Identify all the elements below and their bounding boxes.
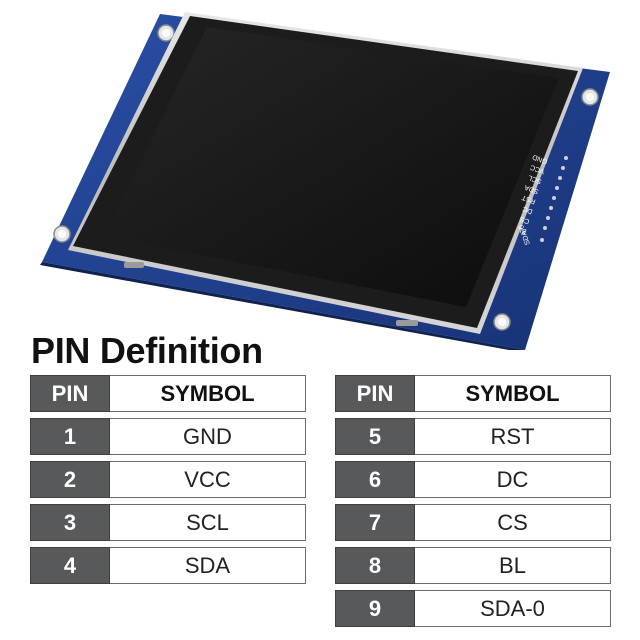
pin-number: 3 (30, 504, 110, 541)
pin-table-left: PIN SYMBOL 1 GND 2 VCC 3 SCL 4 SDA (30, 369, 306, 590)
pin-label: GND (532, 153, 549, 165)
table-row: 5 RST (335, 418, 611, 455)
pin-label: SDA (523, 183, 539, 195)
table-row: 2 VCC (30, 461, 306, 498)
pin-number: 9 (335, 590, 415, 627)
flex-connector (124, 262, 144, 268)
pin-header (540, 156, 568, 242)
flex-connector (396, 320, 418, 326)
pin-label: SCL (527, 173, 542, 184)
table-row: 1 GND (30, 418, 306, 455)
pin-number: 2 (30, 461, 110, 498)
lcd-module-photo: GND VCC SCL SDA RST DC CS BL SDA-0 (40, 12, 610, 350)
pin-label: RST (520, 193, 536, 205)
pin-symbol: VCC (110, 461, 306, 498)
table-row: 9 SDA-0 (335, 590, 611, 627)
pin-number: 1 (30, 418, 110, 455)
pin-number: 5 (335, 418, 415, 455)
table-header-row: PIN SYMBOL (335, 375, 611, 412)
table-row: 8 BL (335, 547, 611, 584)
pin-symbol: SCL (110, 504, 306, 541)
table-row: 4 SDA (30, 547, 306, 584)
pin-number: 8 (335, 547, 415, 584)
header-pin: PIN (30, 375, 110, 412)
pin-label: CS (519, 215, 531, 225)
header-symbol: SYMBOL (415, 375, 611, 412)
mounting-holes (53, 24, 599, 331)
header-pin: PIN (335, 375, 415, 412)
pin-symbol: RST (415, 418, 611, 455)
pin-symbol: BL (415, 547, 611, 584)
lcd-screen (104, 27, 559, 307)
pin-symbol: DC (415, 461, 611, 498)
table-row: 6 DC (335, 461, 611, 498)
pin-label: BL (517, 225, 528, 235)
pin-number: 7 (335, 504, 415, 541)
pin-label: DC (522, 205, 534, 215)
pin-symbol: GND (110, 418, 306, 455)
table-header-row: PIN SYMBOL (30, 375, 306, 412)
pin-symbol: SDA (110, 547, 306, 584)
pin-label: VCC (529, 163, 545, 175)
pin-number: 4 (30, 547, 110, 584)
pin-number: 6 (335, 461, 415, 498)
page-title: PIN Definition (31, 330, 263, 371)
table-row: 7 CS (335, 504, 611, 541)
table-row: 3 SCL (30, 504, 306, 541)
pin-symbol: CS (415, 504, 611, 541)
pin-table-right: PIN SYMBOL 5 RST 6 DC 7 CS 8 BL 9 SDA-0 (335, 369, 611, 633)
header-symbol: SYMBOL (110, 375, 306, 412)
pin-symbol: SDA-0 (415, 590, 611, 627)
